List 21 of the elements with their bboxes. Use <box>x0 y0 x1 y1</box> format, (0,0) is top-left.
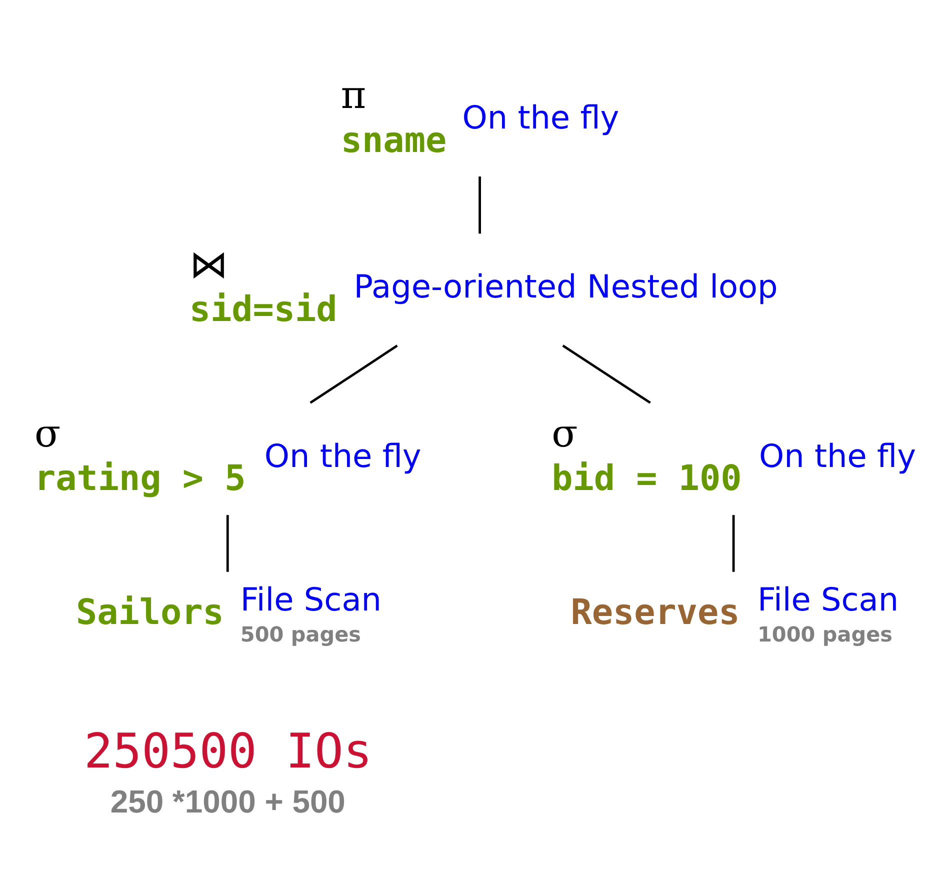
node-text: Sailors <box>76 592 224 633</box>
node-text: ⋈ sid=sid <box>188 242 337 330</box>
node-label: File Scan <box>756 580 898 618</box>
connector <box>226 514 228 572</box>
node-text: π sname <box>340 72 446 160</box>
node-label: File Scan <box>240 580 382 618</box>
connector <box>309 344 398 404</box>
connector <box>478 176 480 234</box>
label: 250 *1000 + 500 <box>110 782 345 819</box>
connector <box>562 344 650 404</box>
node-label: On the fly <box>264 436 421 474</box>
node-text: Reserves <box>570 592 740 633</box>
node-text: σ bid = 100 <box>551 410 742 499</box>
node-label: 1000 pages <box>756 622 892 646</box>
label: 250500 IOs <box>84 724 372 780</box>
node-label: On the fly <box>758 436 916 474</box>
node-text: σ rating > 5 <box>34 410 246 499</box>
node-label: Page-oriented Nested loop <box>353 267 778 306</box>
node-label: On the fly <box>462 98 619 136</box>
node-label: 500 pages <box>240 622 360 646</box>
connector <box>732 514 734 572</box>
